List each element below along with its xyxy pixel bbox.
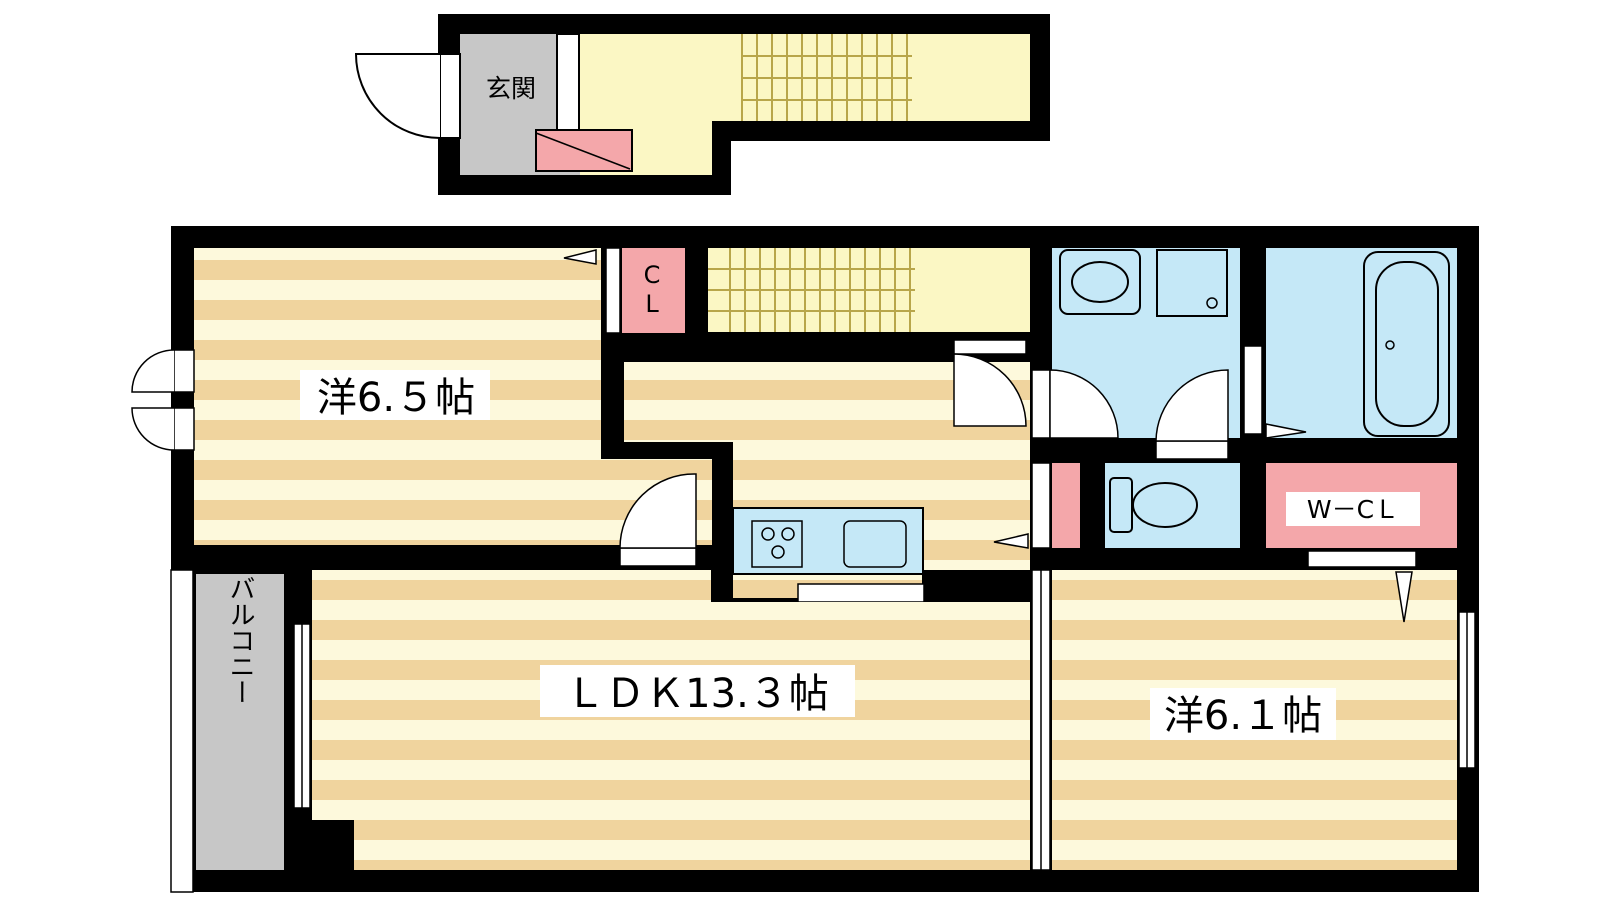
washing-machine <box>1156 249 1228 317</box>
openings <box>131 349 1476 871</box>
balcony-label: バルコニー <box>225 575 255 705</box>
kitchen-counter <box>732 507 924 575</box>
doors[interactable] <box>619 339 1417 568</box>
bathroom-floor <box>1266 248 1457 438</box>
fold-markers <box>563 249 1413 623</box>
toilet <box>1109 477 1198 533</box>
corridor-floor <box>624 362 1030 598</box>
bathtub <box>1363 251 1450 437</box>
western-room-2-label: 洋6.１帖 <box>1164 693 1322 739</box>
washbasin <box>1059 249 1141 315</box>
balcony-floor <box>196 574 284 870</box>
main-level: C L 洋6.５帖 ＬＤＫ13.３帖 洋6.１帖 W－CＬ バルコニー <box>131 226 1479 893</box>
closet-cl <box>622 248 685 333</box>
toilet-floor <box>1105 463 1240 548</box>
entrance-door[interactable] <box>354 53 461 139</box>
upper-stairs <box>741 34 912 121</box>
entrance-partition <box>556 33 580 131</box>
linen-storage <box>1052 463 1080 548</box>
lower-stairs <box>708 248 915 332</box>
ldk-floor <box>312 570 1030 870</box>
walk-in-closet-label: W－CＬ <box>1307 495 1399 524</box>
ldk-label: ＬＤＫ13.３帖 <box>565 671 829 717</box>
closet-label-bottom: L <box>645 290 659 318</box>
upper-level: 玄関 <box>354 14 1050 195</box>
entrance-label: 玄関 <box>486 74 536 103</box>
western-room-1-label: 洋6.５帖 <box>317 375 475 421</box>
closet-label-top: C <box>644 261 661 289</box>
